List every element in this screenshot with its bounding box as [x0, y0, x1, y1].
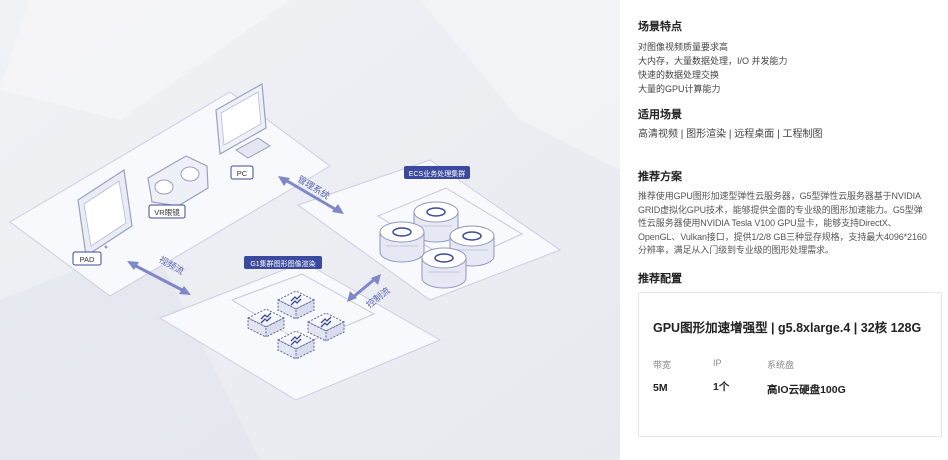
manage-system-arrow — [278, 176, 344, 214]
spec-label: 带宽 — [653, 359, 672, 370]
feature-item: 大内存，大量数据处理，I/O 并发能力 — [638, 56, 788, 66]
vr-goggles-device — [147, 155, 209, 207]
pc-label: PC — [230, 165, 254, 180]
spec-bandwidth: 带宽 5M — [653, 358, 689, 397]
recommendation-title: 推荐方案 — [638, 171, 682, 183]
svg-text:ECS业务处理集群: ECS业务处理集群 — [409, 169, 465, 178]
config-spec-row: 带宽 5M IP 1个 系统盘 高IO云硬盘100G — [653, 358, 941, 397]
g1-gpu-nodes — [246, 290, 346, 360]
spec-ip: IP 1个 — [713, 358, 743, 397]
spec-value: 高IO云硬盘100G — [767, 383, 846, 396]
pad-device — [77, 168, 133, 258]
vr-label: VR眼镜 — [148, 204, 186, 219]
svg-text:PC: PC — [237, 169, 248, 178]
spec-label: 系统盘 — [767, 359, 795, 370]
gpu-node — [246, 308, 286, 338]
server-node — [379, 221, 425, 263]
gpu-node — [276, 330, 316, 360]
pad-label: PAD — [72, 251, 102, 266]
scenarios-text: 高清视频 | 图形渲染 | 远程桌面 | 工程制图 — [638, 129, 823, 140]
svg-text:G1集群图形图像渲染: G1集群图形图像渲染 — [250, 259, 315, 268]
config-section: 推荐配置 GPU图形加速增强型 | g5.8xlarge.4 | 32核 128… — [638, 270, 942, 437]
config-card[interactable]: GPU图形加速增强型 | g5.8xlarge.4 | 32核 128G 带宽 … — [638, 291, 942, 437]
svg-text:PAD: PAD — [80, 255, 95, 264]
config-card-title: GPU图形加速增强型 | g5.8xlarge.4 | 32核 128G — [653, 320, 922, 335]
video-stream-arrow — [127, 261, 191, 295]
config-title: 推荐配置 — [638, 272, 682, 285]
feature-item: 大量的GPU计算能力 — [638, 84, 721, 94]
spec-system-disk: 系统盘 高IO云硬盘100G — [767, 358, 846, 397]
pc-device — [215, 83, 271, 159]
recommendation-line: GRID虚拟化GPU技术，能够提供全面的专业级的图形加速能力。G5型弹 — [638, 204, 923, 215]
gpu-node — [276, 290, 316, 320]
features-section: 场景特点 对图像视频质量要求高 大内存，大量数据处理，I/O 并发能力 快速的数… — [638, 18, 936, 96]
server-node — [421, 247, 467, 289]
spec-value: 5M — [653, 381, 668, 394]
gpu-node — [306, 312, 346, 342]
spec-value: 1个 — [713, 380, 730, 393]
recommendation-section: 推荐方案 推荐使用GPU图形加速型弹性云服务器，G5型弹性云服务器基于NVIDI… — [638, 168, 936, 258]
spec-label: IP — [713, 357, 722, 368]
feature-item: 对图像视频质量要求高 — [638, 42, 729, 52]
features-title: 场景特点 — [638, 21, 682, 33]
solution-info-panel: 场景特点 对图像视频质量要求高 大内存，大量数据处理，I/O 并发能力 快速的数… — [620, 0, 948, 460]
server-node — [413, 201, 459, 243]
ecs-cluster-label: ECS业务处理集群 — [404, 166, 470, 179]
g1-cluster-label: G1集群图形图像渲染 — [244, 256, 322, 269]
feature-item: 快速的数据处理交换 — [638, 70, 720, 80]
scenarios-section: 适用场景 高清视频 | 图形渲染 | 远程桌面 | 工程制图 — [638, 106, 936, 142]
recommendation-line: 分辨率，满足从入门级到专业级的图形处理需求。 — [638, 245, 834, 255]
recommendation-line: OpenGL、Vulkan接口，提供1/2/8 GB三种显存规格，支持最大409… — [638, 231, 927, 242]
architecture-diagram: PAD VR眼镜 PC ECS业务处理集群 G1集群图形图像渲染 — [0, 0, 620, 460]
control-stream-arrow — [347, 274, 381, 302]
svg-text:VR眼镜: VR眼镜 — [154, 207, 180, 217]
scenarios-title: 适用场景 — [638, 109, 682, 121]
recommendation-line: 推荐使用GPU图形加速型弹性云服务器，G5型弹性云服务器基于NVIDIA — [638, 191, 921, 201]
ecs-server-nodes — [379, 201, 495, 289]
recommendation-line: 性云服务器使用NVIDIA Tesla V100 GPU显卡，能够支持Direc… — [638, 218, 897, 228]
